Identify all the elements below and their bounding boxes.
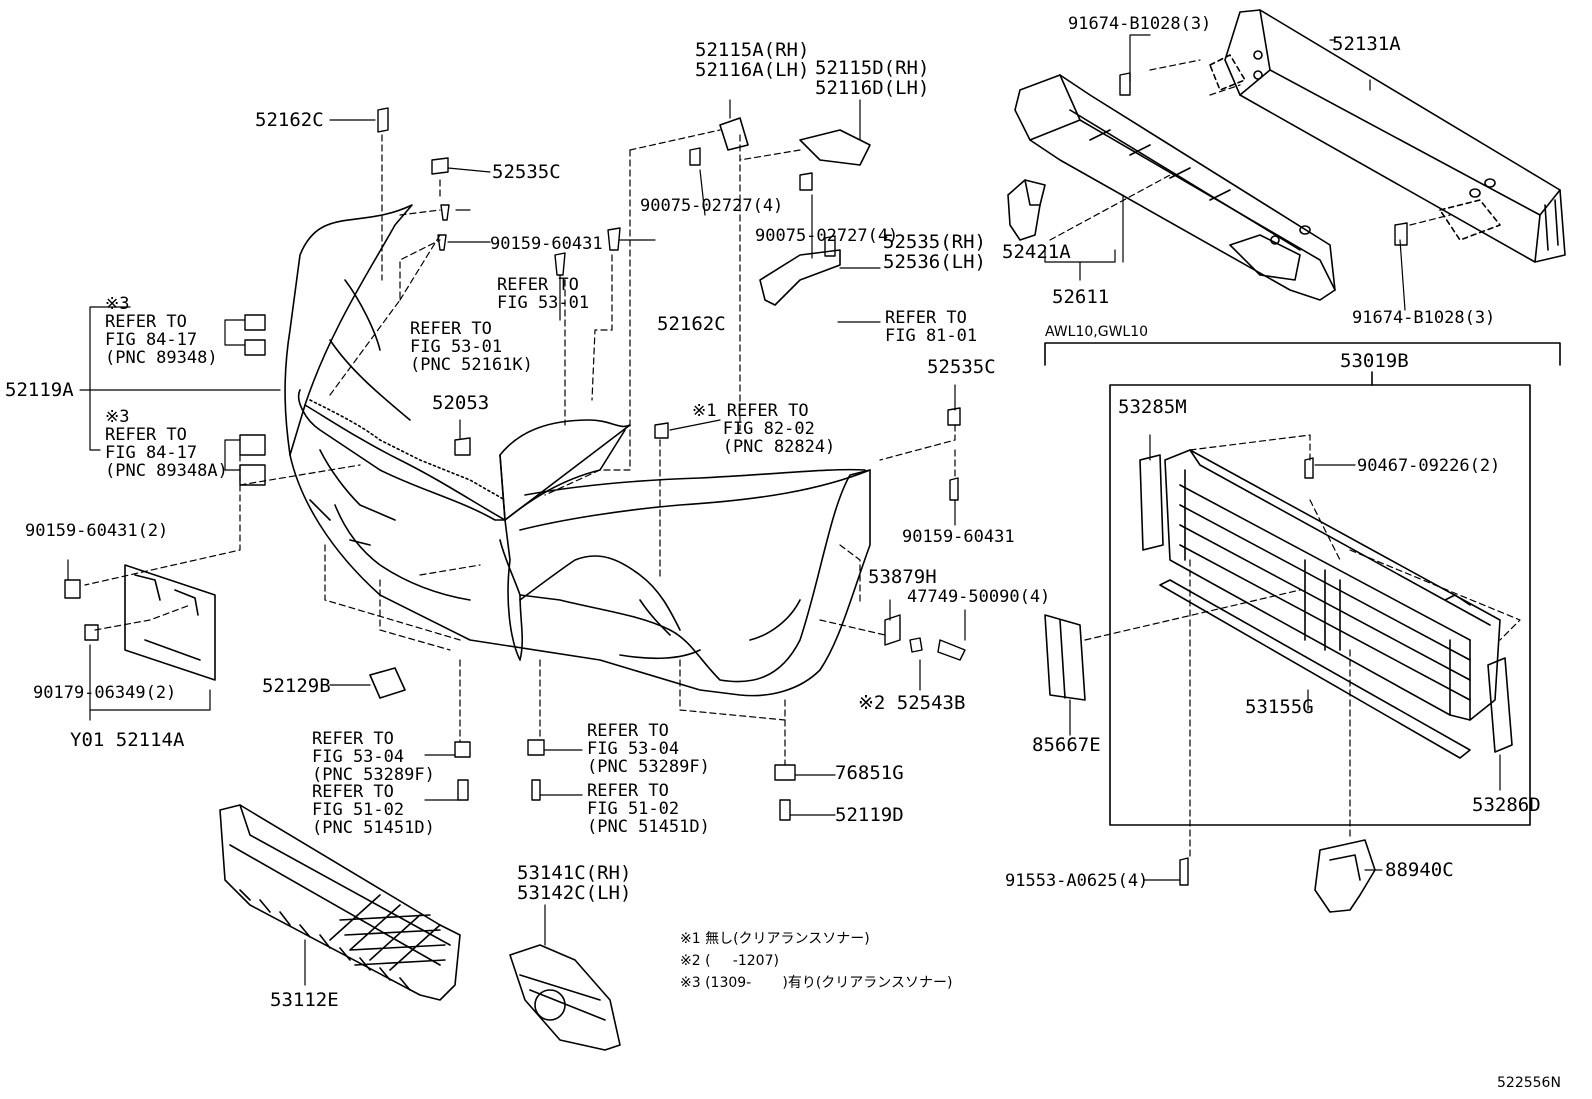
label-47749: 47749-50090(4)	[907, 587, 1051, 607]
label-refer-53-04-b: REFER TO FIG 53-04 (PNC 53289F)	[587, 721, 710, 777]
label-52119d: 52119D	[835, 804, 904, 826]
label-90159-right: 90159-60431	[902, 527, 1015, 547]
label-refer-84-17-b: ※3 REFER TO FIG 84-17 (PNC 89348A)	[105, 407, 228, 481]
label-52162c-top: 52162C	[255, 109, 324, 131]
footnote-3: ※3 (1309- )有り(クリアランスソナー)	[680, 975, 953, 991]
bumper-cover	[284, 204, 871, 697]
cap-52129b	[369, 667, 406, 699]
label-52535c-right: 52535C	[927, 356, 996, 378]
upper-bracket-52115a	[719, 117, 749, 151]
footnote-1: ※1 無し(クリアランスソナー)	[680, 931, 870, 947]
label-53112e: 53112E	[270, 989, 339, 1011]
label-52053: 52053	[432, 392, 490, 414]
label-85667e: 85667E	[1032, 734, 1101, 756]
dashed-lines	[84, 59, 1521, 861]
lower-grille	[219, 804, 461, 1001]
figure-id: 522556N	[1497, 1075, 1561, 1091]
cover-88940c	[1314, 839, 1376, 913]
label-52162c-mid: 52162C	[657, 313, 726, 335]
label-53286d: 53286D	[1472, 794, 1541, 816]
upper-bracket-52115d	[799, 129, 871, 166]
label-53155g: 53155G	[1245, 696, 1314, 718]
label-88940c: 88940C	[1385, 859, 1454, 881]
label-90467: 90467-09226(2)	[1357, 456, 1501, 476]
group-box-53019b	[1109, 384, 1531, 826]
label-90075-b: 90075-02727(4)	[755, 226, 899, 246]
fog-cover	[509, 944, 621, 1051]
label-52129b: 52129B	[262, 675, 331, 697]
seal-53285m	[1139, 454, 1164, 551]
leader-lines	[67, 34, 1501, 986]
label-52421a: 52421A	[1002, 241, 1071, 263]
label-52131a: 52131A	[1332, 33, 1401, 55]
label-91674-bot: 91674-B1028(3)	[1352, 308, 1496, 328]
awl-bracket	[1044, 342, 1561, 366]
label-91553: 91553-A0625(4)	[1005, 871, 1149, 891]
label-52543b: ※2 52543B	[858, 692, 966, 714]
license-bracket	[124, 564, 216, 681]
label-52115a: 52115A(RH) 52116A(LH)	[695, 39, 810, 81]
label-awl: AWL10,GWL10	[1045, 324, 1149, 340]
label-52119a: 52119A	[5, 379, 74, 401]
label-53141c: 53141C(RH) 53142C(LH)	[517, 862, 632, 904]
label-refer-51-02-a: REFER TO FIG 51-02 (PNC 51451D)	[312, 782, 435, 838]
label-refer-51-02-b: REFER TO FIG 51-02 (PNC 51451D)	[587, 781, 710, 837]
seal-53286d	[1487, 657, 1513, 753]
label-76851g: 76851G	[835, 762, 904, 784]
bumper-reinforcement	[1209, 9, 1566, 263]
label-91674-top: 91674-B1028(3)	[1068, 14, 1212, 34]
label-53285m: 53285M	[1118, 396, 1187, 418]
side-bracket-rh	[759, 249, 841, 306]
label-52115d: 52115D(RH) 52116D(LH)	[815, 57, 930, 99]
label-52535-rh: 52535(RH) 52536(LH)	[883, 231, 986, 273]
fasteners	[64, 72, 1408, 886]
bracket-52421a	[1007, 179, 1046, 241]
label-refer-53-04-a: REFER TO FIG 53-04 (PNC 53289F)	[312, 729, 435, 785]
label-52114a: Y01 52114A	[70, 729, 185, 751]
seal-53155g	[1159, 579, 1471, 759]
label-90075-a: 90075-02727(4)	[640, 196, 784, 216]
label-52535c-top: 52535C	[492, 161, 561, 183]
label-refer-81-01: REFER TO FIG 81-01	[885, 308, 978, 346]
grille-shutter	[1164, 449, 1501, 721]
bracket-85667e	[1044, 614, 1086, 701]
label-53019b: 53019B	[1340, 350, 1409, 372]
energy-absorber	[1014, 74, 1336, 301]
footnote-2: ※2 ( -1207)	[680, 953, 779, 969]
label-refer-82-02: ※1 REFER TO FIG 82-02 (PNC 82824)	[692, 401, 836, 457]
label-52611: 52611	[1052, 286, 1110, 308]
label-refer-84-17-a: ※3 REFER TO FIG 84-17 (PNC 89348)	[105, 294, 218, 368]
label-refer-53-01-a: REFER TO FIG 53-01	[497, 275, 590, 313]
label-90159-2: 90159-60431(2)	[25, 521, 169, 541]
label-90159-top: 90159-60431	[490, 234, 603, 254]
label-53879h: 53879H	[868, 566, 937, 588]
label-90179: 90179-06349(2)	[33, 683, 177, 703]
label-refer-53-01-b: REFER TO FIG 53-01 (PNC 52161K)	[410, 319, 533, 375]
